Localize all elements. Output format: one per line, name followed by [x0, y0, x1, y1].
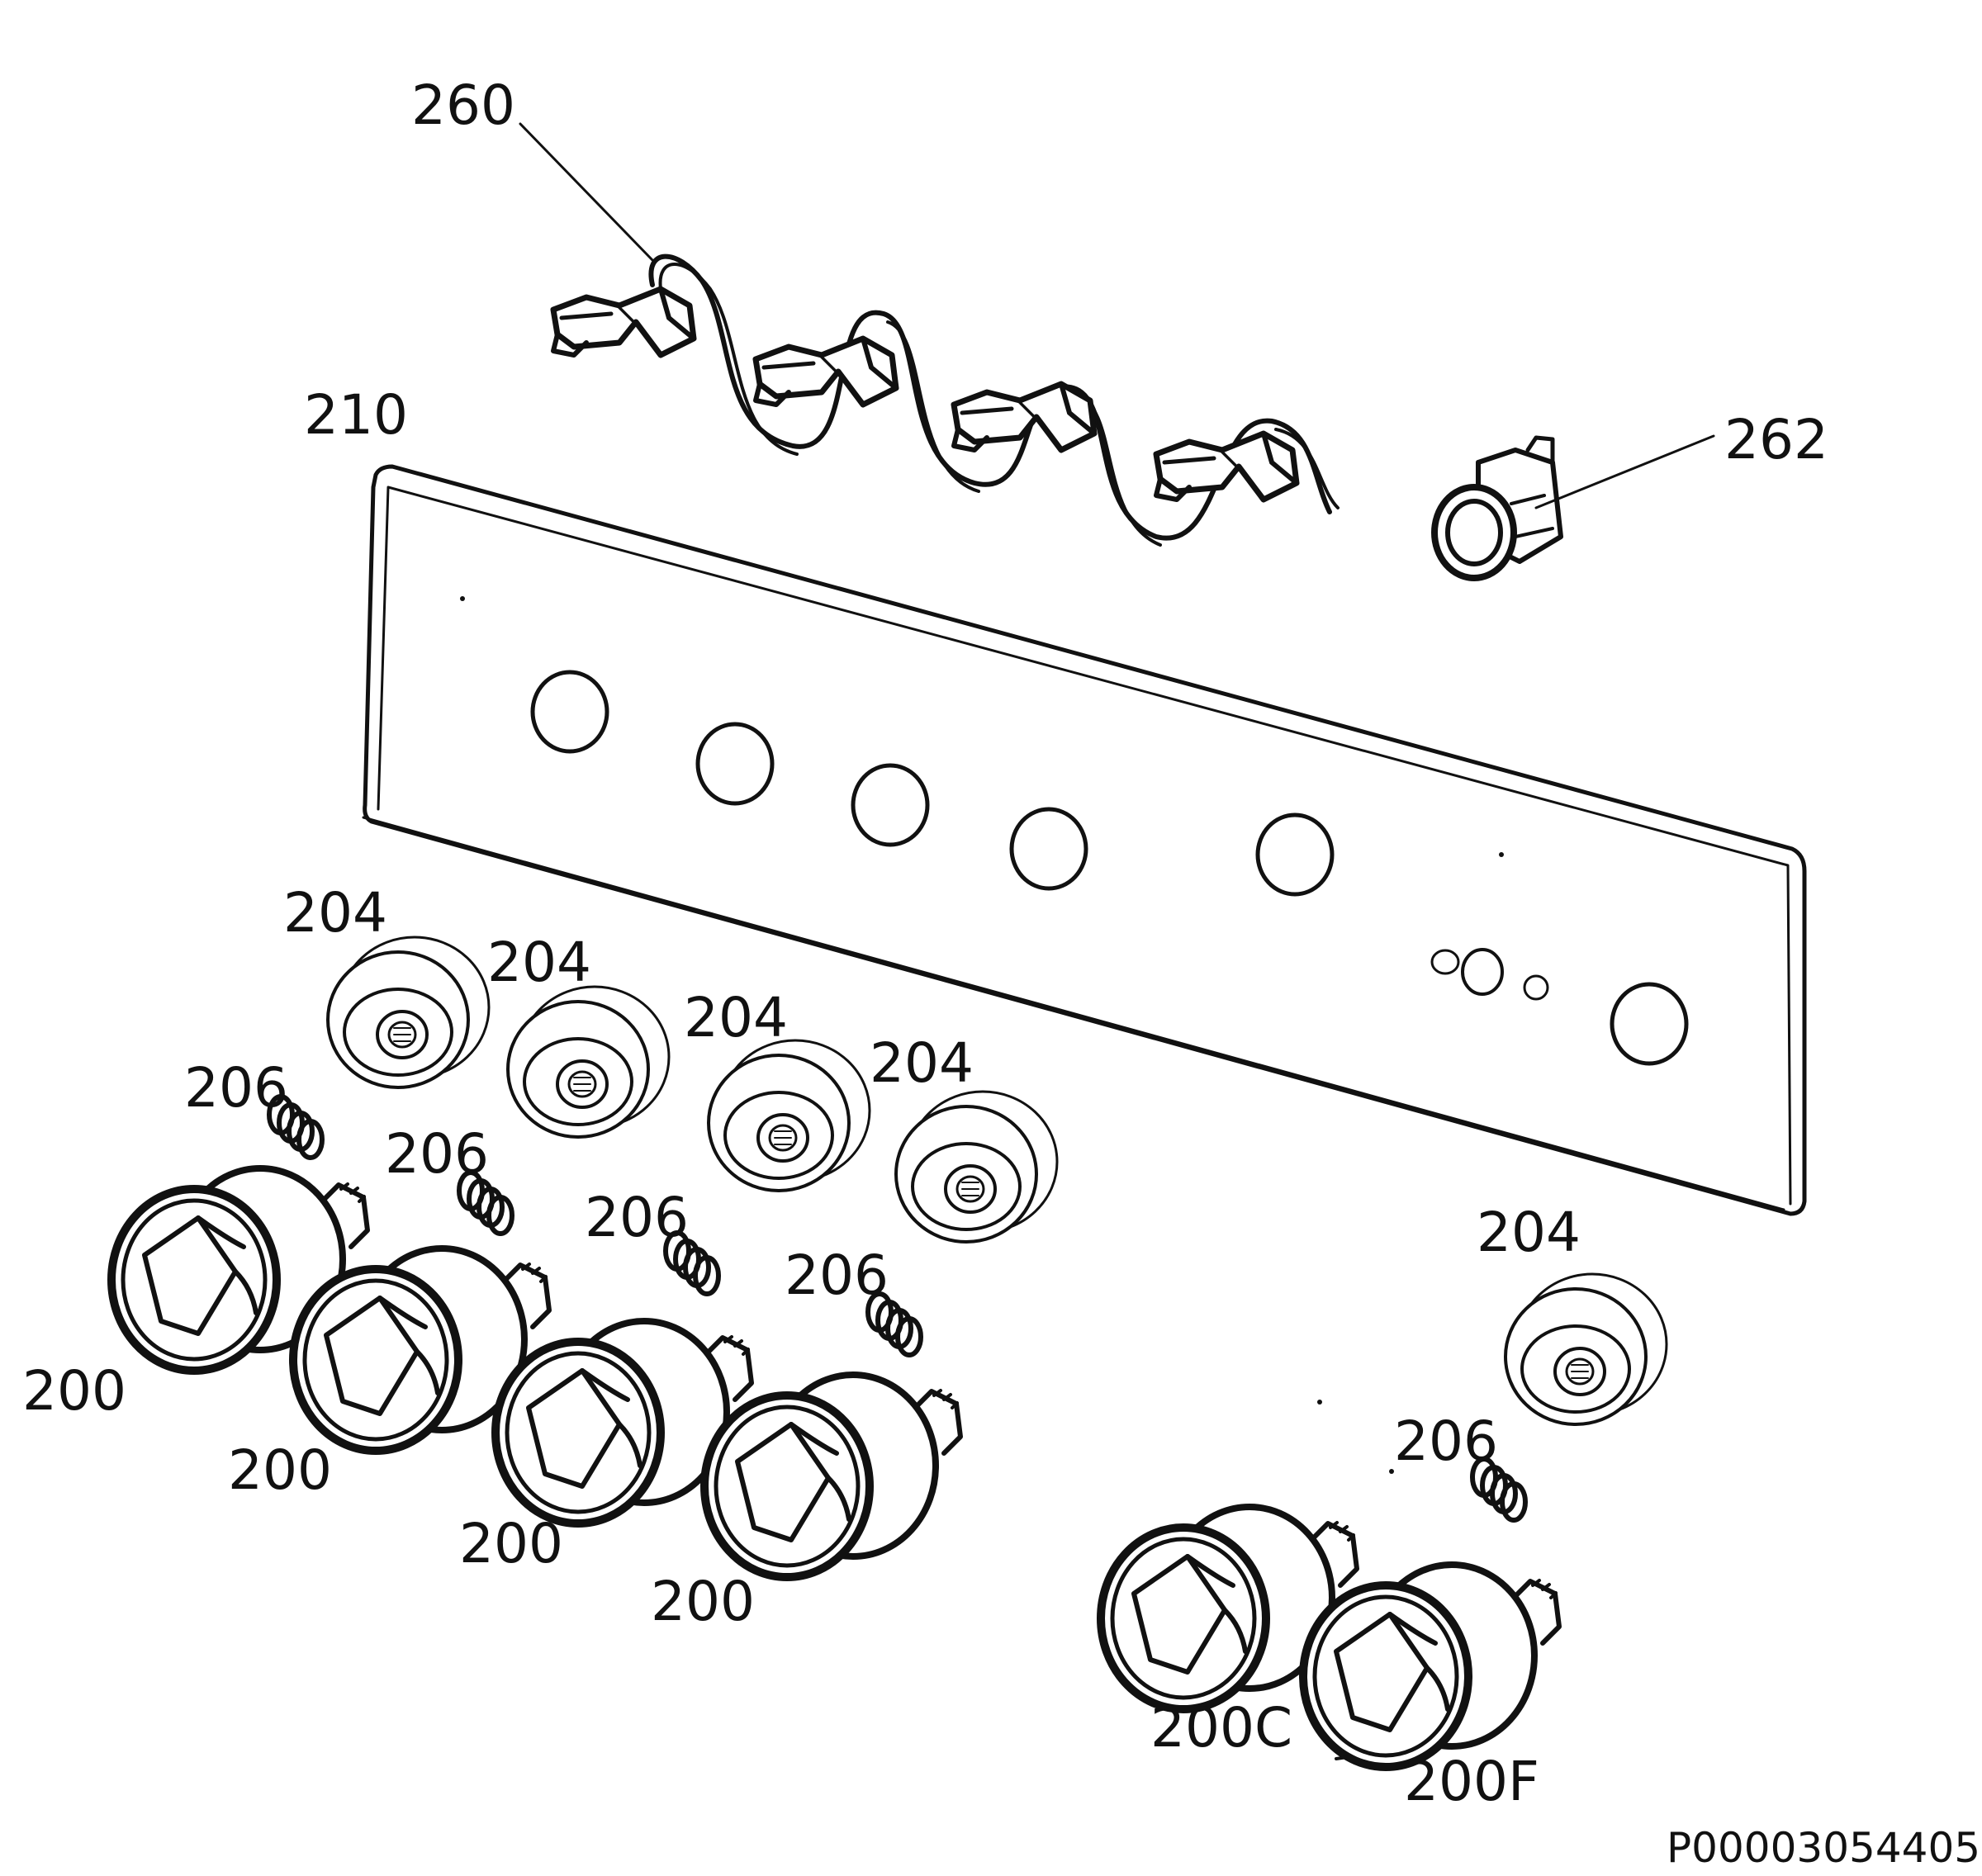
part-labels: 260 262 210 204 204 204 204 204 206 206 …	[22, 73, 1980, 1872]
label-206-c: 206	[585, 1186, 689, 1249]
label-200-d: 200	[651, 1570, 755, 1633]
label-262: 262	[1724, 408, 1828, 471]
label-204-c: 204	[684, 986, 788, 1049]
label-210: 210	[304, 383, 408, 447]
control-panel-210	[362, 464, 1807, 1216]
label-200-c: 200	[459, 1512, 563, 1575]
label-204-e: 204	[1477, 1201, 1581, 1264]
switch-harness-260	[553, 253, 1340, 547]
label-200-a: 200	[22, 1359, 126, 1423]
stray-marks	[460, 596, 1504, 1760]
leader-lines	[519, 122, 1715, 509]
label-206-b: 206	[385, 1122, 489, 1186]
indicator-lamp-262	[1431, 435, 1563, 581]
label-260: 260	[411, 73, 515, 137]
label-204-b: 204	[487, 931, 591, 994]
label-206-e: 206	[1394, 1409, 1498, 1473]
label-206-d: 206	[785, 1244, 889, 1307]
label-206-a: 206	[184, 1056, 288, 1120]
label-200f: 200F	[1404, 1750, 1539, 1813]
label-200c: 200C	[1150, 1696, 1292, 1760]
label-200-b: 200	[228, 1438, 332, 1502]
reference-code: P00003054405	[1667, 1824, 1980, 1872]
label-204-d: 204	[870, 1031, 974, 1095]
label-204-a: 204	[283, 881, 387, 945]
